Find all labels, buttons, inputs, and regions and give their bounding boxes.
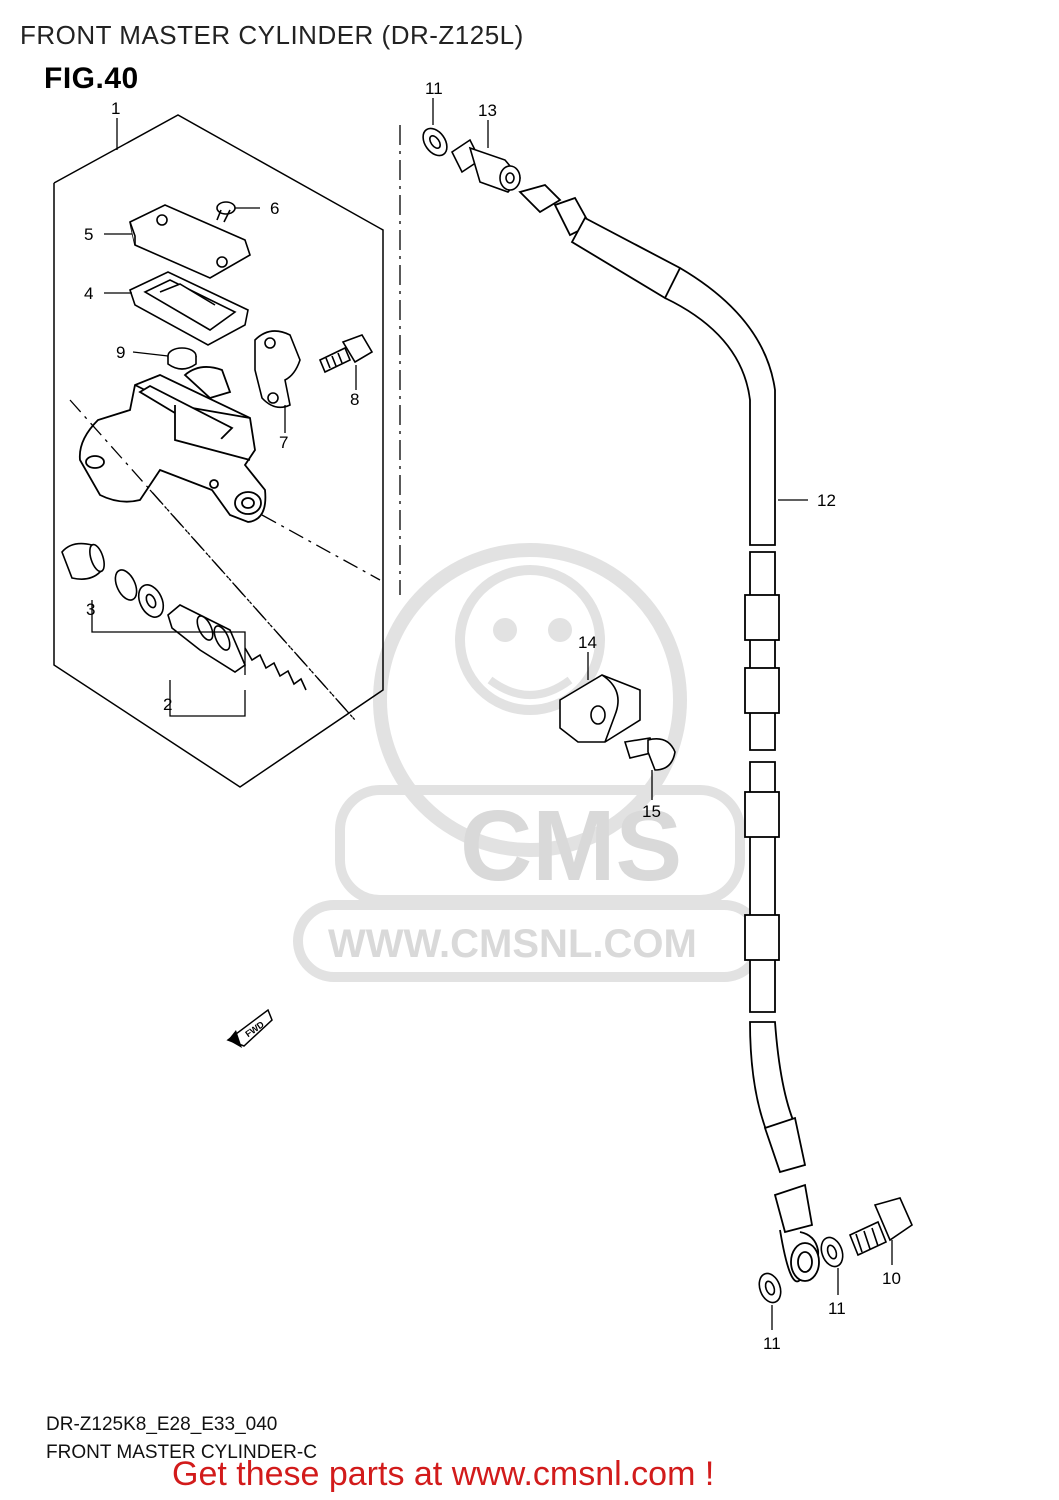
master-cylinder-body (78, 366, 267, 523)
boot (167, 347, 197, 370)
cover-screw (216, 201, 236, 223)
assembly-box (53, 114, 384, 788)
hose-clamp (559, 674, 641, 743)
callout-6: 6 (270, 199, 279, 218)
watermark-brand: CMS (460, 790, 682, 902)
callout-7: 7 (279, 433, 288, 452)
callout-9: 9 (116, 343, 125, 362)
leader-lines-right (432, 98, 893, 1330)
cms-watermark-logo: CMS WWW.CMSNL.COM (293, 543, 765, 982)
clamp-holder (254, 330, 301, 409)
forward-direction-arrow: FWD (226, 1008, 273, 1048)
banjo-washer-top (422, 127, 448, 157)
diagram-code: DR-Z125K8_E28_E33_040 (46, 1414, 278, 1435)
watermark-url: WWW.CMSNL.COM (328, 922, 697, 966)
callout-13: 13 (478, 101, 497, 120)
parts-link-banner[interactable]: Get these parts at www.cmsnl.com ! (172, 1455, 715, 1493)
callout-8: 8 (350, 390, 359, 409)
clamp-bolt (318, 334, 374, 374)
callout-11-right: 11 (828, 1299, 846, 1318)
callout-10: 10 (882, 1269, 901, 1288)
hose-fitting (450, 138, 522, 193)
callout-2: 2 (163, 695, 172, 714)
callout-4: 4 (84, 284, 93, 303)
callout-5: 5 (84, 225, 93, 244)
callout-1: 1 (111, 99, 120, 118)
figure-number: FIG.40 (44, 62, 139, 95)
piston-spring (167, 604, 307, 691)
diaphragm (129, 271, 249, 346)
callout-15: 15 (642, 802, 661, 821)
piston-cup-parts (61, 542, 165, 618)
diagram-name: FRONT MASTER CYLINDER-C (46, 1442, 317, 1463)
brake-hose (518, 183, 820, 1283)
page-title: FRONT MASTER CYLINDER (DR-Z125L) (20, 20, 524, 50)
union-bolt (848, 1197, 914, 1257)
leader-lines-left (69, 118, 401, 721)
clamp-mounting-bolt (623, 737, 676, 771)
callout-11-bottom: 11 (763, 1334, 781, 1353)
callout-14: 14 (578, 633, 597, 652)
callout-11-top: 11 (425, 79, 443, 98)
callout-12: 12 (817, 491, 836, 510)
banjo-washers-lower (758, 1236, 844, 1304)
callout-3: 3 (86, 600, 95, 619)
reservoir-cover (129, 204, 251, 279)
